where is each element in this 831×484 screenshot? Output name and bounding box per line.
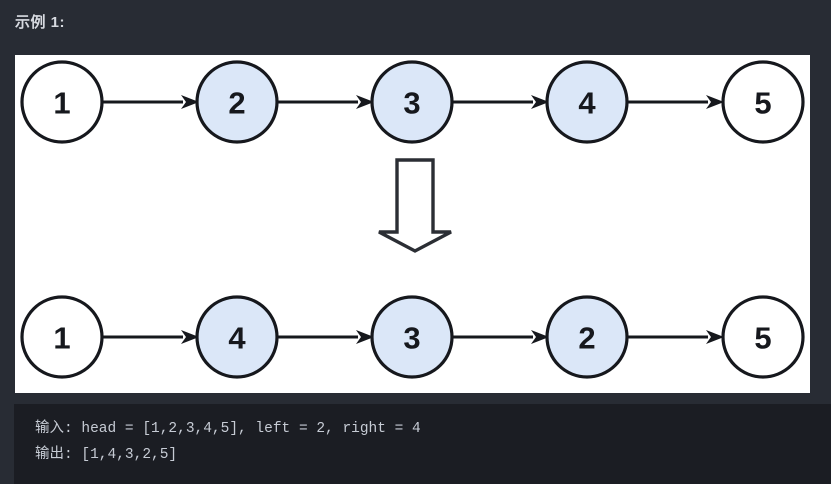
arrowhead-2-to-5 [706,330,724,344]
node-value: 1 [53,86,70,121]
node-circle [195,295,279,379]
node-value: 4 [578,86,596,121]
arrowhead-1-to-2 [181,95,199,109]
page-title: 示例 1: [15,14,66,31]
code-line-output: 输出: [1,4,3,2,5] [35,447,178,463]
diagram-figure: 1 2 3 4 5 [15,55,810,393]
input-node-2: 3 [370,60,454,144]
arrowhead-4-to-5 [706,95,724,109]
arrowhead-4-to-3 [356,330,374,344]
arrowhead-3-to-4 [531,95,549,109]
node-circle [20,295,104,379]
node-value: 2 [228,86,245,121]
node-circle [721,60,805,144]
node-circle [545,295,629,379]
node-value: 3 [403,321,420,356]
arrowhead-3-to-2 [531,330,549,344]
input-node-1: 2 [195,60,279,144]
node-value: 2 [578,321,595,356]
output-list-edges [103,330,724,344]
input-linked-list: 1 2 3 4 5 [20,60,805,144]
node-circle [195,60,279,144]
code-line-input: 输入: head = [1,2,3,4,5], left = 2, right … [35,421,421,437]
arrowhead-2-to-3 [356,95,374,109]
output-node-0: 1 [20,295,104,379]
code-block: 输入: head = [1,2,3,4,5], left = 2, right … [14,404,831,484]
node-circle [545,60,629,144]
node-value: 3 [403,86,420,121]
linked-list-diagram: 1 2 3 4 5 [20,60,805,379]
node-value: 5 [754,86,771,121]
output-node-3: 2 [545,295,629,379]
node-circle [370,60,454,144]
output-node-1: 4 [195,295,279,379]
node-value: 1 [53,321,70,356]
node-circle [721,295,805,379]
node-value: 5 [754,321,771,356]
output-linked-list: 1 4 3 2 5 [20,295,805,379]
input-node-0: 1 [20,60,104,144]
node-circle [370,295,454,379]
input-node-4: 5 [721,60,805,144]
arrowhead-1-to-4 [181,330,199,344]
node-value: 4 [228,321,246,356]
output-node-2: 3 [370,295,454,379]
input-node-3: 4 [545,60,629,144]
input-list-edges [103,95,724,109]
down-arrow-icon [378,158,452,253]
output-node-4: 5 [721,295,805,379]
node-circle [20,60,104,144]
